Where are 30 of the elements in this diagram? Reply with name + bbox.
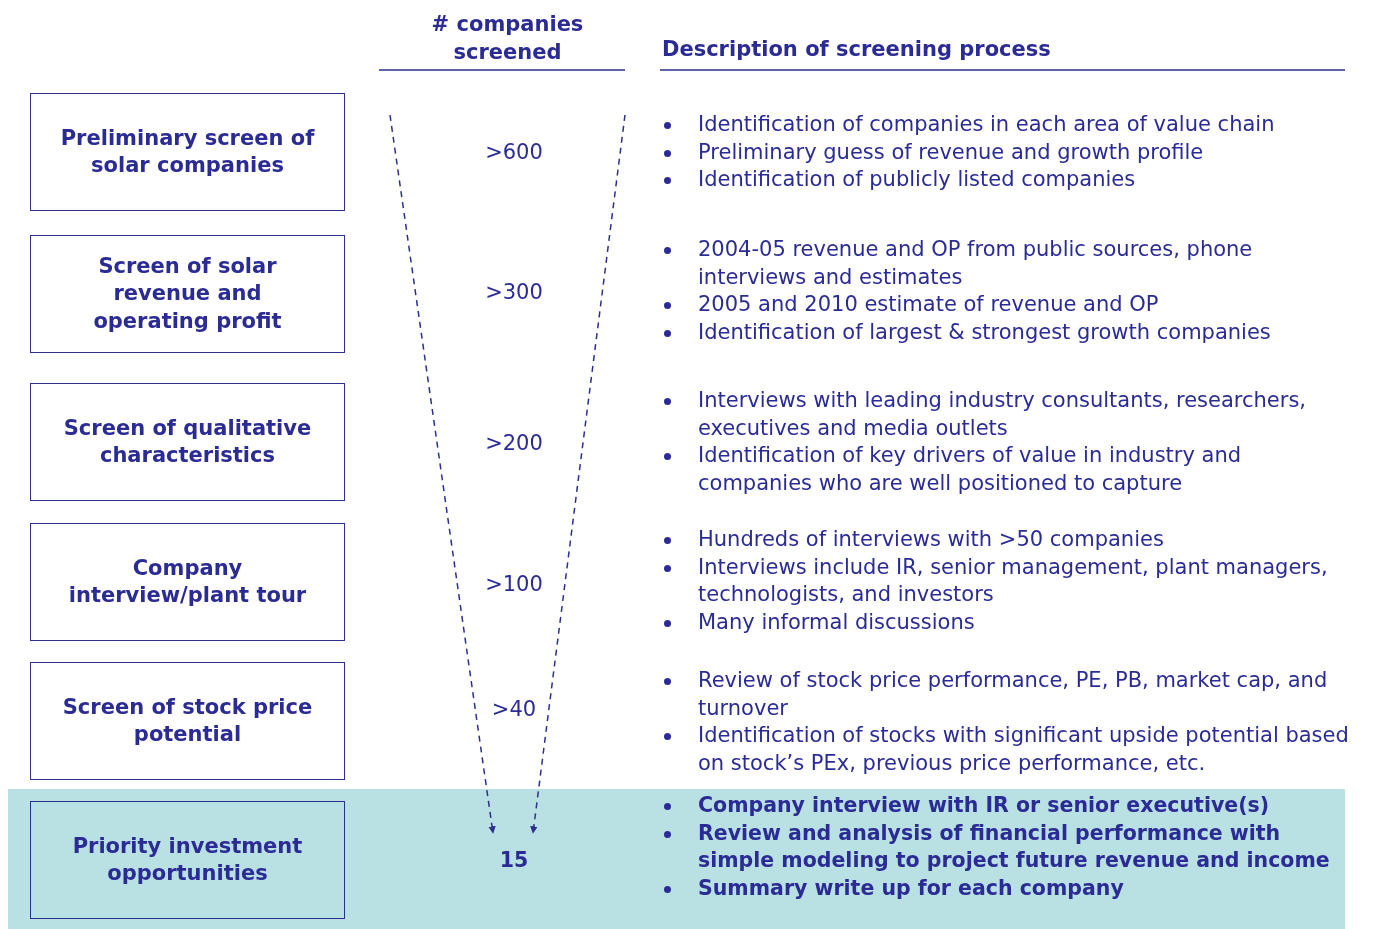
bullet-text: 2004-05 revenue and OP from public sources, phone interviews and estimates — [660, 236, 1360, 292]
bullet-text: Identification of key drivers of value in industry and companies who are well positioned to capture — [660, 442, 1360, 498]
bullet-text: Hundreds of interviews with >50 companies — [660, 526, 1360, 554]
bullet-text: Summary write up for each company — [660, 874, 1360, 903]
step-box: Screen of solar revenue and operating profit — [30, 235, 345, 353]
step-box: Preliminary screen of solar companies — [30, 93, 345, 211]
company-count: >100 — [484, 572, 544, 596]
column-header: # companies screened — [430, 11, 585, 66]
step-box: Priority investment opportunities — [30, 801, 345, 919]
bullet-text: Identification of publicly listed companies — [660, 166, 1360, 194]
bullet-text: Company interview with IR or senior executive(s) — [660, 792, 1360, 820]
bullet-text: Interviews with leading industry consultants, researchers, executives and media outlets — [660, 387, 1360, 443]
bullet-text: Review of stock price performance, PE, PB, market cap, and turnover — [660, 667, 1360, 723]
bullet-text: Interviews include IR, senior management, plant managers, technologists, and investors — [660, 553, 1360, 609]
bullet-text: Many informal discussions — [660, 608, 1360, 637]
company-count: >600 — [484, 140, 544, 164]
bullet-text: 2005 and 2010 estimate of revenue and OP — [660, 291, 1360, 319]
bullet-text: Identification of companies in each area of value chain — [660, 111, 1360, 139]
step-box: Company interview/plant tour — [30, 523, 345, 641]
bullet-text: Identification of stocks with significant upside potential based on stock’s PEx, previous price performance, etc. — [660, 722, 1360, 778]
company-count: >300 — [484, 280, 544, 304]
company-count: >200 — [484, 431, 544, 455]
company-count: 15 — [498, 848, 530, 872]
column-header: Description of screening process — [662, 36, 1052, 63]
bullet-text: Identification of largest & strongest growth companies — [660, 318, 1360, 347]
bullet-text: Review and analysis of financial performance with simple modeling to project future revenue and income — [660, 819, 1360, 875]
company-count: >40 — [490, 697, 538, 721]
step-box: Screen of stock price potential — [30, 662, 345, 780]
bullet-text: Preliminary guess of revenue and growth profile — [660, 138, 1360, 167]
step-box: Screen of qualitative characteristics — [30, 383, 345, 501]
